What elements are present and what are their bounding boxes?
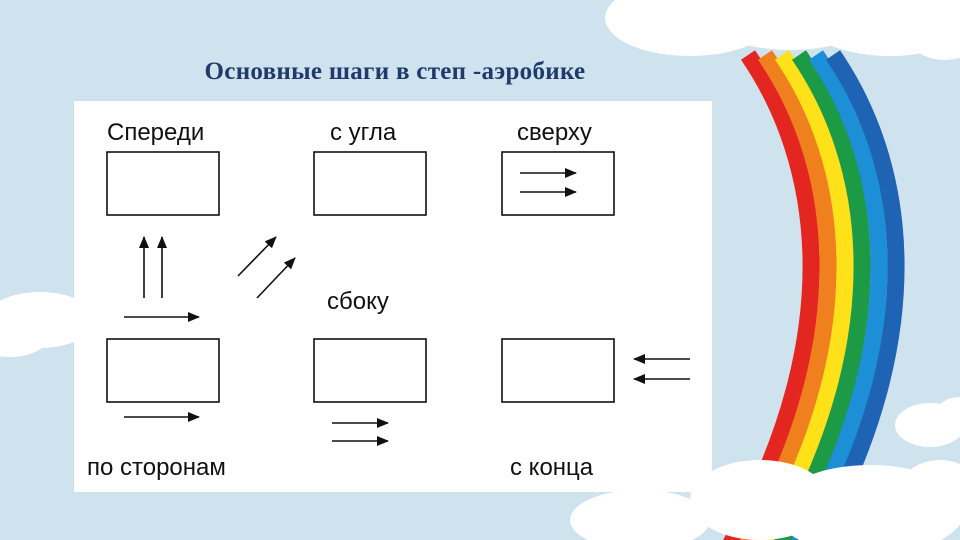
rainbow bbox=[723, 50, 905, 540]
label-corner: с угла bbox=[330, 119, 397, 146]
step-diagram bbox=[106, 151, 690, 446]
step-box-end bbox=[501, 338, 615, 403]
cloud-left bbox=[0, 292, 95, 357]
label-sides: по сторонам bbox=[87, 454, 226, 481]
arrow-corner-1 bbox=[237, 236, 277, 277]
cloud-bottom-right bbox=[570, 397, 960, 540]
step-box-top bbox=[501, 151, 615, 216]
step-box-front bbox=[106, 151, 220, 216]
cloud-top-right bbox=[605, 0, 960, 60]
slide-title: Основные шаги в степ -аэробике bbox=[204, 58, 586, 85]
label-end: с конца bbox=[510, 454, 594, 481]
diagram-panel: Спереди с угла сверху сбоку по сторонам … bbox=[74, 101, 712, 492]
label-front: Спереди bbox=[107, 119, 205, 146]
arrow-corner-2 bbox=[256, 257, 296, 299]
label-top: сверху bbox=[517, 119, 592, 146]
step-box-sides bbox=[106, 338, 220, 403]
label-side: сбоку bbox=[327, 288, 389, 315]
step-box-corner bbox=[313, 151, 427, 216]
step-box-side bbox=[313, 338, 427, 403]
